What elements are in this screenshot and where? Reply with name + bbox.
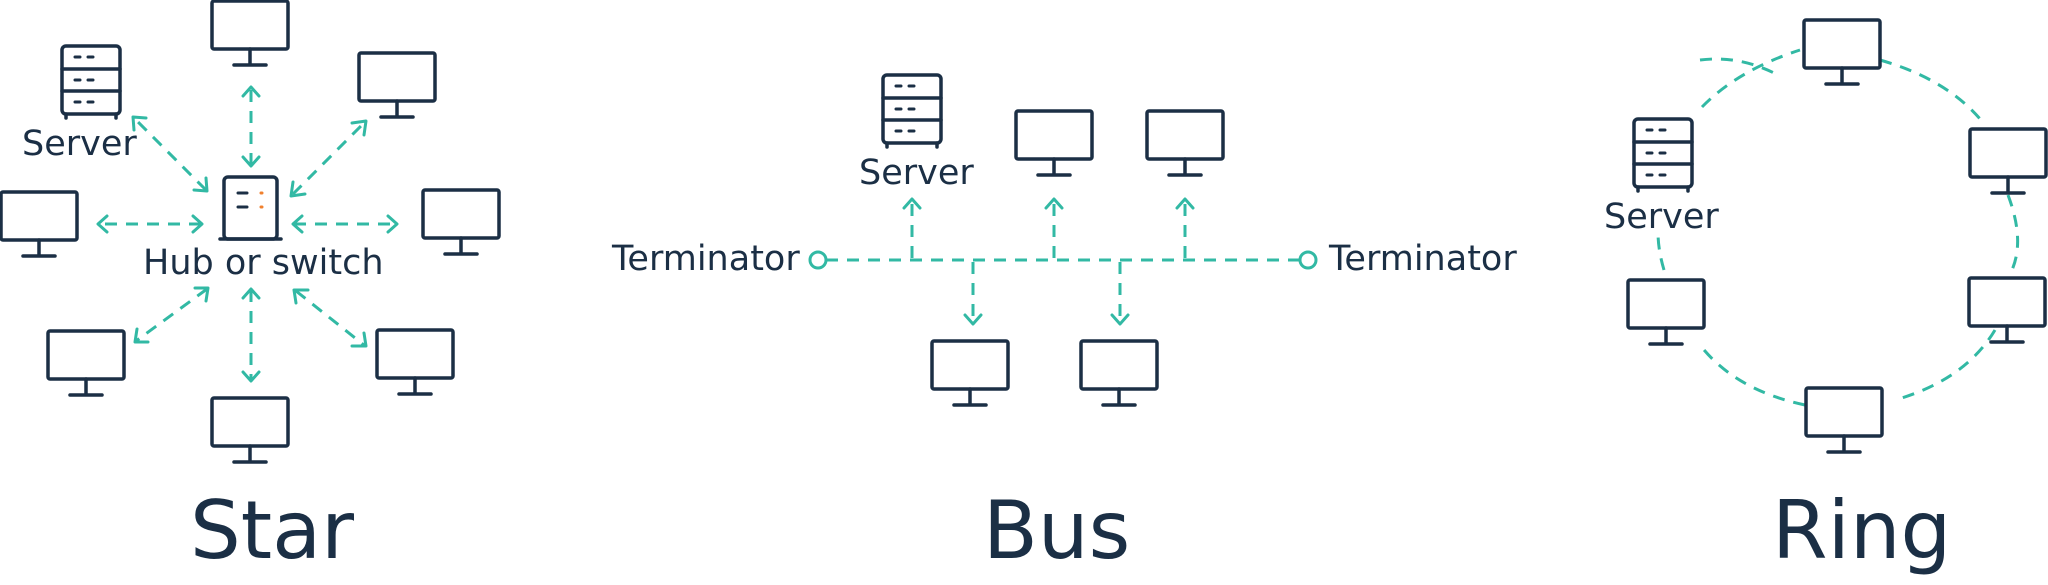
monitor-icon xyxy=(210,396,290,464)
arrowhead xyxy=(1044,197,1064,210)
monitor-icon xyxy=(0,190,79,258)
ring-link-top-right xyxy=(1879,58,1987,126)
arrowhead xyxy=(292,288,310,305)
arrowhead xyxy=(350,331,368,348)
arrowhead xyxy=(241,85,261,98)
arrowhead xyxy=(241,155,261,168)
right-terminator-label: Terminator xyxy=(1328,239,1517,279)
star-topology: Server Hub or switch Star xyxy=(0,0,501,577)
arrowhead xyxy=(133,327,150,344)
bus-title: Bus xyxy=(983,484,1130,577)
arrowhead xyxy=(1110,313,1130,326)
hub-switch-icon xyxy=(218,175,283,241)
arrowhead xyxy=(291,214,304,234)
server-icon xyxy=(60,44,122,120)
link-hub-top-right xyxy=(291,121,366,196)
ring-server-label: Server xyxy=(1604,197,1719,237)
arrowhead xyxy=(96,214,109,234)
arrowhead xyxy=(350,119,368,137)
ring-link-bottom-left xyxy=(1698,344,1806,407)
link-hub-server xyxy=(132,116,208,192)
ring-link-right xyxy=(2006,194,2020,271)
monitor-icon xyxy=(1967,276,2047,344)
arrowhead xyxy=(191,214,204,234)
monitor-icon xyxy=(1145,109,1225,177)
link-hub-bottom-right xyxy=(295,289,365,347)
monitor-icon xyxy=(421,188,501,256)
monitor-icon xyxy=(210,0,290,67)
arrowhead xyxy=(241,287,261,300)
bus-topology: Server Terminator Terminator Bus xyxy=(611,73,1517,577)
server-icon xyxy=(1632,117,1694,193)
monitor-icon xyxy=(1626,278,1706,346)
arrowhead xyxy=(131,115,148,132)
ring-link-left xyxy=(1656,231,1666,271)
monitor-icon xyxy=(375,328,455,396)
monitor-icon xyxy=(1804,386,1884,454)
arrowhead xyxy=(241,370,261,383)
monitor-icon xyxy=(1079,339,1159,407)
arrowhead xyxy=(386,214,399,234)
monitor-icon xyxy=(357,51,437,119)
arrowhead xyxy=(963,313,983,326)
monitor-icon xyxy=(930,339,1010,407)
arrowhead xyxy=(1175,197,1195,210)
ring-title: Ring xyxy=(1772,484,1951,577)
star-links xyxy=(96,85,399,383)
ring-link-top-left xyxy=(1699,57,1779,77)
monitor-icon xyxy=(46,329,126,397)
ring-topology: Server Ring xyxy=(1604,18,2048,577)
arrowhead xyxy=(902,197,922,210)
arrowhead xyxy=(193,286,210,303)
arrowhead xyxy=(192,176,209,193)
right-terminator-icon xyxy=(1298,250,1318,270)
arrowhead xyxy=(289,180,307,198)
hub-or-switch-label: Hub or switch xyxy=(143,243,384,283)
bus-server-label: Server xyxy=(859,153,974,193)
star-server-label: Server xyxy=(22,124,137,164)
monitor-icon xyxy=(1802,18,1882,86)
star-title: Star xyxy=(190,484,354,577)
monitor-icon xyxy=(1014,109,1094,177)
left-terminator-icon xyxy=(808,250,828,270)
link-hub-bottom-left xyxy=(135,287,208,343)
monitor-icon xyxy=(1968,127,2048,195)
left-terminator-label: Terminator xyxy=(611,239,800,279)
ring-link-bottom-right xyxy=(1894,329,1997,402)
server-icon xyxy=(881,73,943,149)
ring-link-server xyxy=(1700,48,1801,109)
